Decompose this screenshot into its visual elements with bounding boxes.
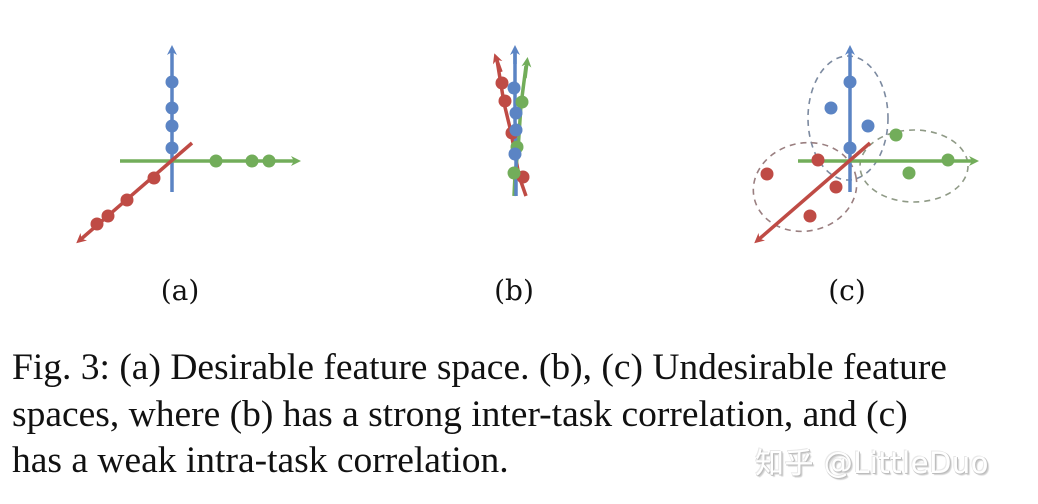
points-blue: [824, 75, 875, 155]
caption-line-2: spaces, where (b) has a strong inter-tas…: [12, 393, 908, 435]
cluster-ellipse-red: [752, 141, 858, 233]
cluster-ellipse-green: [859, 129, 969, 203]
panel-b-diagram: [492, 45, 532, 197]
figure-caption: Fig. 3: (a) Desirable feature space. (b)…: [12, 345, 1032, 485]
cluster-ellipse-blue: [807, 55, 889, 181]
panel-a-diagram: [76, 45, 301, 244]
points-red: [90, 171, 161, 231]
axis-red: [754, 141, 872, 244]
panel-label-b: (b): [494, 274, 534, 307]
points-green: [889, 128, 955, 180]
panel-label-a: (a): [160, 274, 200, 307]
panel-c-diagram: [752, 45, 979, 244]
feature-space-diagrams: [76, 45, 979, 244]
caption-line-1: Fig. 3: (a) Desirable feature space. (b)…: [12, 347, 947, 388]
points-blue: [165, 75, 179, 155]
caption-line-3: has a weak intra-task correlation.: [12, 440, 509, 481]
points-red: [760, 153, 843, 223]
points-green: [209, 154, 276, 168]
figure-3: (a) (b) (c): [76, 45, 979, 307]
panel-label-c: (c): [828, 274, 866, 307]
points-blue: [507, 81, 523, 161]
zhihu-watermark: 知乎 @LittleDuo: [755, 446, 990, 480]
